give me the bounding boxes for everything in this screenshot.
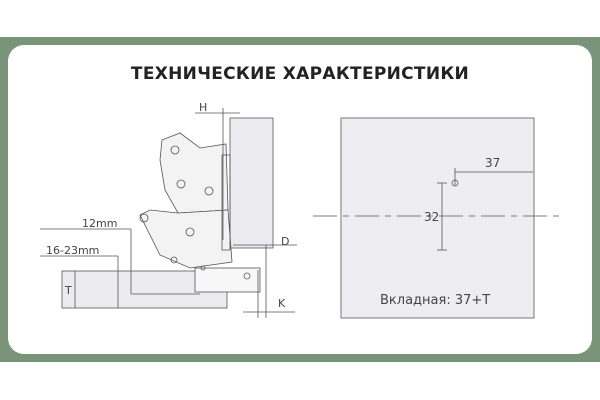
- label-k: K: [278, 297, 286, 310]
- side-view: [40, 108, 297, 318]
- hinge-arm-lower: [139, 209, 233, 269]
- label-16-23mm: 16-23mm: [46, 244, 99, 257]
- front-view: [313, 117, 562, 319]
- front-caption: Вкладная: 37+Т: [380, 293, 490, 308]
- page-title: ТЕХНИЧЕСКИЕ ХАРАКТЕРИСТИКИ: [130, 64, 470, 84]
- label-h: H: [199, 101, 207, 114]
- label-t: T: [64, 284, 72, 297]
- label-d: D: [281, 235, 289, 248]
- dim-37: 37: [485, 156, 500, 170]
- drill-mark-icon: [451, 179, 459, 187]
- front-panel: [340, 117, 535, 319]
- hinge-arm-upper: [159, 132, 229, 214]
- door-panel: [229, 117, 274, 249]
- dim-32: 32: [424, 210, 439, 224]
- hinge-cup: [194, 267, 261, 293]
- label-12mm: 12mm: [82, 217, 117, 230]
